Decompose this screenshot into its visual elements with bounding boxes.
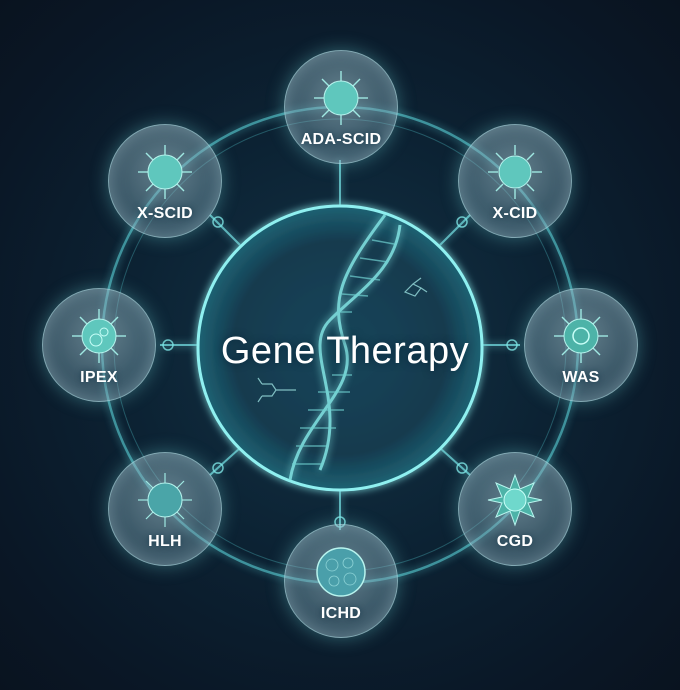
virus-cell-icon [554,309,608,363]
star-cell-icon [487,473,543,527]
virus-cell-icon [138,473,192,527]
node-ada-scid[interactable]: ADA-SCID [284,50,398,164]
node-label: X-SCID [136,205,194,222]
node-cgd[interactable]: CGD [458,452,572,566]
node-label: WAS [562,369,600,386]
node-label: ADA-SCID [300,131,382,148]
node-x-cid[interactable]: X-CID [458,124,572,238]
dna-double-helix-icon [288,214,402,481]
node-label: X-CID [492,205,538,222]
virus-cell-icon [138,145,192,199]
virus-cell-icon [314,71,368,125]
node-label: HLH [148,533,182,550]
node-label: IPEX [80,369,118,386]
node-ipex[interactable]: IPEX [42,288,156,402]
node-hlh[interactable]: HLH [108,452,222,566]
node-label: ICHD [320,605,362,622]
round-cell-icon [316,547,366,597]
node-label: CGD [496,533,534,550]
node-ichd[interactable]: ICHD [284,524,398,638]
node-was[interactable]: WAS [524,288,638,402]
virus-cell-icon [488,145,542,199]
center-title: Gene Therapy [220,330,470,372]
virus-cell-icon [72,309,126,363]
node-x-scid[interactable]: X-SCID [108,124,222,238]
